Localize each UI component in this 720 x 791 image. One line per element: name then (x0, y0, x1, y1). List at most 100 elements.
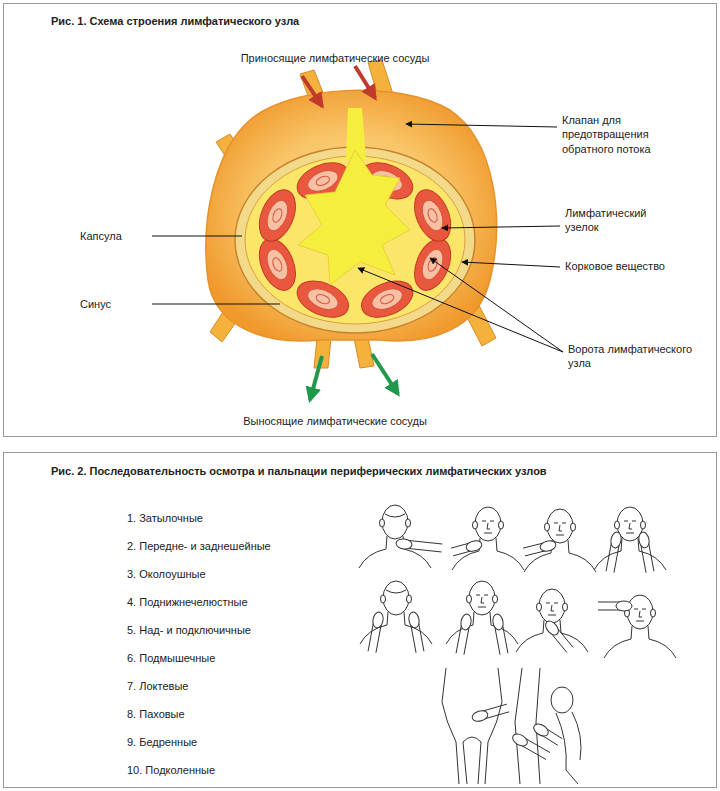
examiner-palm (616, 601, 632, 611)
face (624, 521, 636, 533)
ear (499, 521, 504, 529)
examiner-hand (511, 732, 550, 760)
neck-shoulders (604, 626, 676, 658)
leader-line (430, 258, 563, 352)
leader-line (358, 268, 563, 352)
examiner-palm (460, 613, 473, 631)
part-label: Лимфатический узелок (565, 206, 665, 235)
examiner-hand (606, 531, 622, 573)
examiner-hand (451, 539, 483, 556)
examiner-hand (368, 611, 384, 653)
neck-shoulders (446, 612, 518, 644)
ear (563, 603, 568, 611)
examiner-hand (532, 722, 563, 746)
list-item: 3. Околоушные (127, 567, 357, 581)
flow-arrows (302, 66, 398, 400)
leader-line (442, 226, 560, 228)
examiner-palm (471, 709, 489, 723)
examiner-hand (598, 601, 632, 611)
follicle-outer (252, 184, 302, 246)
examiner-hand (543, 619, 573, 653)
head-outline (469, 581, 495, 615)
panel-heading: Рис. 1. Схема строения лимфатического уз… (51, 15, 708, 29)
lymphatic-follicle (407, 233, 457, 295)
ear (381, 595, 386, 603)
head-outline (475, 507, 501, 541)
list-item: 5. Над- и подключичные (127, 623, 357, 637)
part-label: Корковое вещество (565, 259, 705, 273)
leader-line (152, 236, 242, 237)
follicle-core (271, 256, 284, 272)
neck-shoulders (594, 538, 666, 570)
ear (380, 519, 385, 527)
face (546, 603, 558, 615)
leader-line (462, 262, 560, 267)
list-item: 6. Подмышечные (127, 651, 357, 665)
examiner-palm (543, 619, 561, 638)
follicle-core (271, 208, 284, 224)
lymphatic-follicle (407, 184, 457, 246)
follicle-center (369, 285, 405, 314)
examiner-palm (396, 538, 413, 550)
ear (615, 521, 620, 529)
examiner-hand (408, 611, 424, 653)
lymphatic-follicle (252, 233, 302, 295)
list-item: 4. Поднижнечелюстные (127, 595, 357, 609)
palpation-figures (359, 505, 676, 784)
outflow-arrow (372, 354, 398, 394)
follicle-outer (292, 274, 354, 324)
examiner-palm (539, 539, 557, 553)
hips-legs (442, 668, 502, 784)
ear (467, 595, 472, 603)
lymph-node-body (206, 90, 497, 341)
list-item: 1. Затылочные (127, 511, 357, 525)
outflow-arrow (310, 356, 322, 400)
figure-panel: Рис. 2. Последовательность осмотра и пал… (3, 452, 717, 788)
patient-head (516, 589, 588, 652)
follicle-core (315, 174, 331, 187)
ear (473, 521, 478, 529)
list-item: 8. Паховые (127, 707, 357, 721)
leader-line (406, 124, 557, 127)
follicle-outer (252, 233, 302, 295)
ear (537, 603, 542, 611)
vessel-label: Приносящие лимфатические сосуды (215, 51, 455, 65)
follicle-core (315, 293, 331, 306)
examiner-palm (511, 732, 530, 749)
head-outline (539, 589, 565, 623)
face (634, 609, 646, 621)
part-label: Клапан для предотвращения обратного пото… (562, 113, 677, 156)
patient-head (359, 505, 431, 568)
face (554, 523, 566, 535)
examiner-palm (638, 531, 651, 549)
examiner-hand (523, 539, 557, 556)
ear (493, 595, 498, 603)
patient-lower-body (442, 668, 502, 784)
patient-head (594, 507, 666, 570)
capsule (235, 147, 475, 333)
examiner-palm (465, 539, 483, 553)
examiner-palm (372, 611, 385, 629)
neck-shoulders (524, 540, 596, 572)
follicle-center (263, 197, 292, 233)
examiner-body (556, 712, 581, 784)
lymphatic-follicle (252, 184, 302, 246)
ear (571, 523, 576, 531)
part-label: Капсула (80, 229, 150, 243)
examiner-head (551, 687, 573, 713)
examiner-hand (456, 613, 472, 655)
patient-head (524, 509, 596, 572)
list-item: 10. Подколенные (127, 763, 357, 777)
lymphatic-follicle (356, 274, 418, 324)
hair (386, 590, 406, 593)
neck-shoulders (359, 536, 431, 568)
follicle-outer (407, 233, 457, 295)
examiner-hand (638, 531, 654, 573)
head-outline (547, 509, 573, 543)
patient-head (452, 507, 524, 570)
figure-panel: Рис. 1. Схема строения лимфатического уз… (3, 3, 717, 437)
neck-shoulders (452, 538, 524, 570)
ear (651, 609, 656, 617)
examiner-hand (471, 704, 509, 723)
inflow-arrow (302, 76, 322, 106)
